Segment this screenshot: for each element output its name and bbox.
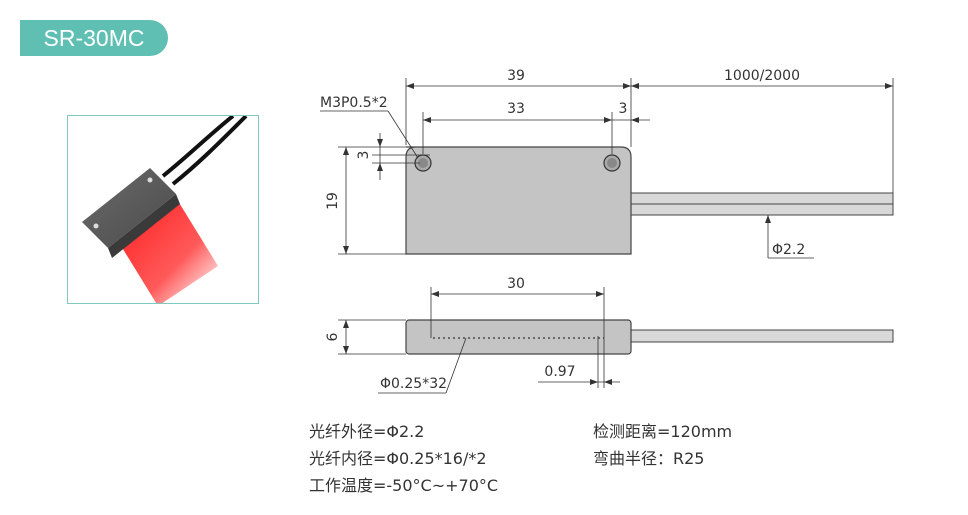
dim-cable-length: 1000/2000 [724, 68, 800, 84]
dim-thickness: 6 [325, 332, 341, 341]
dim-gap: 0.97 [544, 364, 575, 380]
sensor-illustration [82, 114, 248, 306]
dim-window-length: 30 [507, 276, 525, 292]
spec-outer-diameter: 光纤外径=Φ2.2 [309, 422, 425, 441]
dim-total-length: 39 [507, 68, 525, 84]
top-view: 39 1000/2000 33 3 M3P0.5*2 3 [320, 68, 894, 259]
spec-inner-diameter: 光纤内径=Φ0.25*16/*2 [309, 449, 487, 468]
dim-hole-offset-y: 3 [356, 151, 372, 160]
specs-left: 光纤外径=Φ2.2 光纤内径=Φ0.25*16/*2 工作温度=-50°C~+7… [309, 418, 498, 499]
side-view: 30 6 0.97 Φ0.25*32 [325, 276, 894, 394]
spec-detect-distance: 检测距离=120mm [593, 422, 733, 441]
product-photo [67, 114, 259, 306]
sensor-body-top [405, 146, 632, 255]
model-badge: SR-30MC [20, 20, 168, 56]
specs-right: 检测距离=120mm 弯曲半径：R25 [593, 418, 732, 472]
dim-hole-offset-x: 3 [619, 101, 628, 117]
dim-hole-pitch: 33 [507, 101, 525, 117]
fiber-spec: Φ0.25*32 [380, 376, 447, 392]
dim-height: 19 [325, 192, 341, 210]
spec-temperature: 工作温度=-50°C~+70°C [309, 476, 499, 495]
spec-bend-radius: 弯曲半径：R25 [593, 449, 705, 468]
sensor-body-side [405, 319, 632, 355]
cable-side [630, 329, 894, 343]
cable-diameter: Φ2.2 [772, 242, 805, 258]
hole-label: M3P0.5*2 [320, 95, 388, 111]
